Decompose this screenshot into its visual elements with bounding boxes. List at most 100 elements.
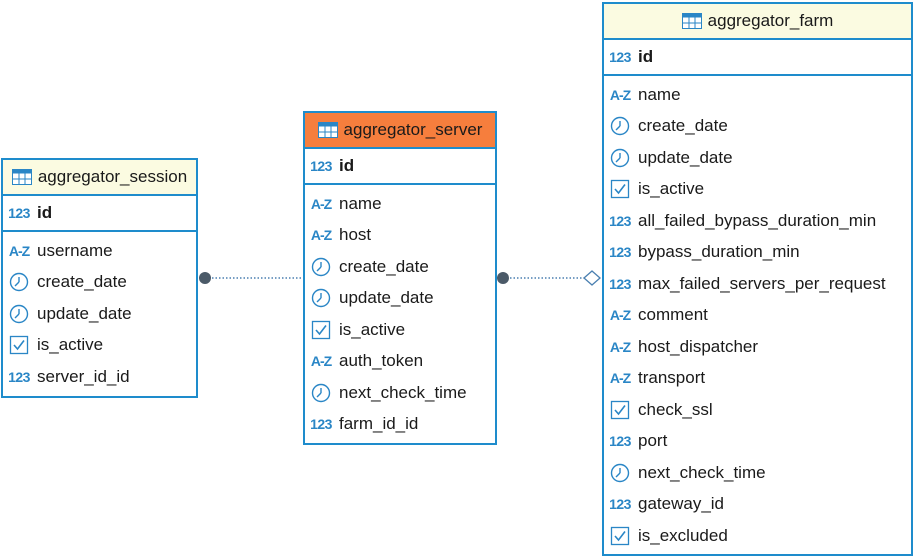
entity-title: aggregator_farm	[707, 11, 834, 30]
column-row[interactable]: create_date	[3, 267, 196, 299]
column-row[interactable]: A-Z host	[305, 220, 495, 252]
numeric-type-icon: 123	[609, 275, 631, 292]
column-name: create_date	[339, 256, 429, 276]
column-row[interactable]: update_date	[604, 142, 911, 174]
numeric-type-icon: 123	[609, 244, 631, 261]
text-type-icon: A-Z	[310, 353, 332, 370]
column-row[interactable]: A-Z auth_token	[305, 346, 495, 378]
column-row[interactable]: update_date	[305, 283, 495, 315]
entity-header[interactable]: aggregator_farm	[604, 4, 911, 40]
column-row[interactable]: is_excluded	[604, 520, 911, 552]
column-name: host_dispatcher	[638, 336, 759, 356]
checkbox-icon	[608, 179, 632, 199]
column-name: all_failed_bypass_duration_min	[638, 210, 877, 230]
text-type-icon: A-Z	[8, 242, 30, 259]
text-type-icon: A-Z	[609, 86, 631, 103]
relation-endpoint-server	[497, 272, 509, 284]
clock-icon	[608, 148, 632, 168]
column-name: name	[638, 84, 681, 104]
entity-aggregator-session[interactable]: aggregator_session 123 id A-Z username cre…	[1, 158, 198, 398]
column-name: is_active	[638, 179, 705, 199]
entity-header-selected[interactable]: aggregator_server	[305, 113, 495, 149]
column-name: farm_id_id	[339, 414, 419, 434]
column-name: port	[638, 431, 668, 451]
column-name: name	[339, 193, 382, 213]
primary-key-name: id	[339, 156, 355, 175]
column-name: next_check_time	[339, 382, 467, 402]
column-row[interactable]: 123 gateway_id	[604, 489, 911, 521]
column-row[interactable]: create_date	[604, 111, 911, 143]
column-row[interactable]: next_check_time	[305, 377, 495, 409]
relation-endpoint-session	[199, 272, 211, 284]
column-name: is_excluded	[638, 525, 728, 545]
column-row[interactable]: 123 bypass_duration_min	[604, 237, 911, 269]
primary-key-row[interactable]: 123 id	[3, 196, 196, 232]
numeric-type-icon: 123	[8, 205, 30, 221]
entity-header[interactable]: aggregator_session	[3, 160, 196, 196]
column-row[interactable]: A-Z username	[3, 235, 196, 267]
column-row[interactable]: create_date	[305, 251, 495, 283]
numeric-type-icon: 123	[609, 212, 631, 229]
primary-key-row[interactable]: 123 id	[305, 149, 495, 185]
text-type-icon: A-Z	[609, 370, 631, 387]
checkbox-icon	[309, 320, 333, 340]
column-name: create_date	[37, 272, 127, 292]
column-row[interactable]: check_ssl	[604, 394, 911, 426]
column-name: bypass_duration_min	[638, 242, 800, 262]
primary-key-row[interactable]: 123 id	[604, 40, 911, 76]
clock-icon	[309, 383, 333, 403]
column-row[interactable]: A-Z name	[305, 188, 495, 220]
column-row[interactable]: 123 all_failed_bypass_duration_min	[604, 205, 911, 237]
column-name: auth_token	[339, 351, 424, 371]
text-type-icon: A-Z	[310, 227, 332, 244]
table-icon	[11, 169, 32, 185]
table-icon	[681, 13, 702, 29]
entity-aggregator-farm[interactable]: aggregator_farm 123 id A-Z name create_dat…	[602, 2, 913, 556]
column-row[interactable]: 123 farm_id_id	[305, 409, 495, 441]
numeric-type-icon: 123	[8, 368, 30, 385]
relation-endpoint-farm-diamond	[583, 270, 601, 286]
text-type-icon: A-Z	[609, 338, 631, 355]
entity-title: aggregator_server	[343, 120, 483, 139]
column-name: check_ssl	[638, 399, 713, 419]
column-name: transport	[638, 368, 706, 388]
column-row[interactable]: A-Z name	[604, 79, 911, 111]
clock-icon	[608, 116, 632, 136]
clock-icon	[309, 257, 333, 277]
clock-icon	[7, 304, 31, 324]
column-name: max_failed_servers_per_request	[638, 273, 886, 293]
text-type-icon: A-Z	[310, 195, 332, 212]
column-row[interactable]: 123 max_failed_servers_per_request	[604, 268, 911, 300]
primary-key-name: id	[638, 47, 654, 66]
column-row[interactable]: A-Z transport	[604, 363, 911, 395]
text-type-icon: A-Z	[609, 307, 631, 324]
checkbox-icon	[608, 400, 632, 420]
column-name: gateway_id	[638, 494, 725, 514]
entity-title: aggregator_session	[37, 167, 188, 186]
checkbox-icon	[608, 526, 632, 546]
column-row[interactable]: is_active	[305, 314, 495, 346]
column-name: username	[37, 240, 113, 260]
numeric-type-icon: 123	[310, 416, 332, 433]
numeric-type-icon: 123	[609, 496, 631, 513]
column-name: is_active	[339, 319, 406, 339]
clock-icon	[608, 463, 632, 483]
column-name: host	[339, 225, 372, 245]
numeric-type-icon: 123	[310, 158, 332, 174]
clock-icon	[309, 288, 333, 308]
column-row[interactable]: next_check_time	[604, 457, 911, 489]
column-name: create_date	[638, 116, 728, 136]
column-row[interactable]: is_active	[604, 174, 911, 206]
column-name: next_check_time	[638, 462, 766, 482]
column-name: is_active	[37, 335, 104, 355]
column-row[interactable]: update_date	[3, 298, 196, 330]
column-row[interactable]: is_active	[3, 330, 196, 362]
column-list: A-Z username create_date update_date is_acti…	[3, 232, 196, 393]
column-row[interactable]: A-Z host_dispatcher	[604, 331, 911, 363]
